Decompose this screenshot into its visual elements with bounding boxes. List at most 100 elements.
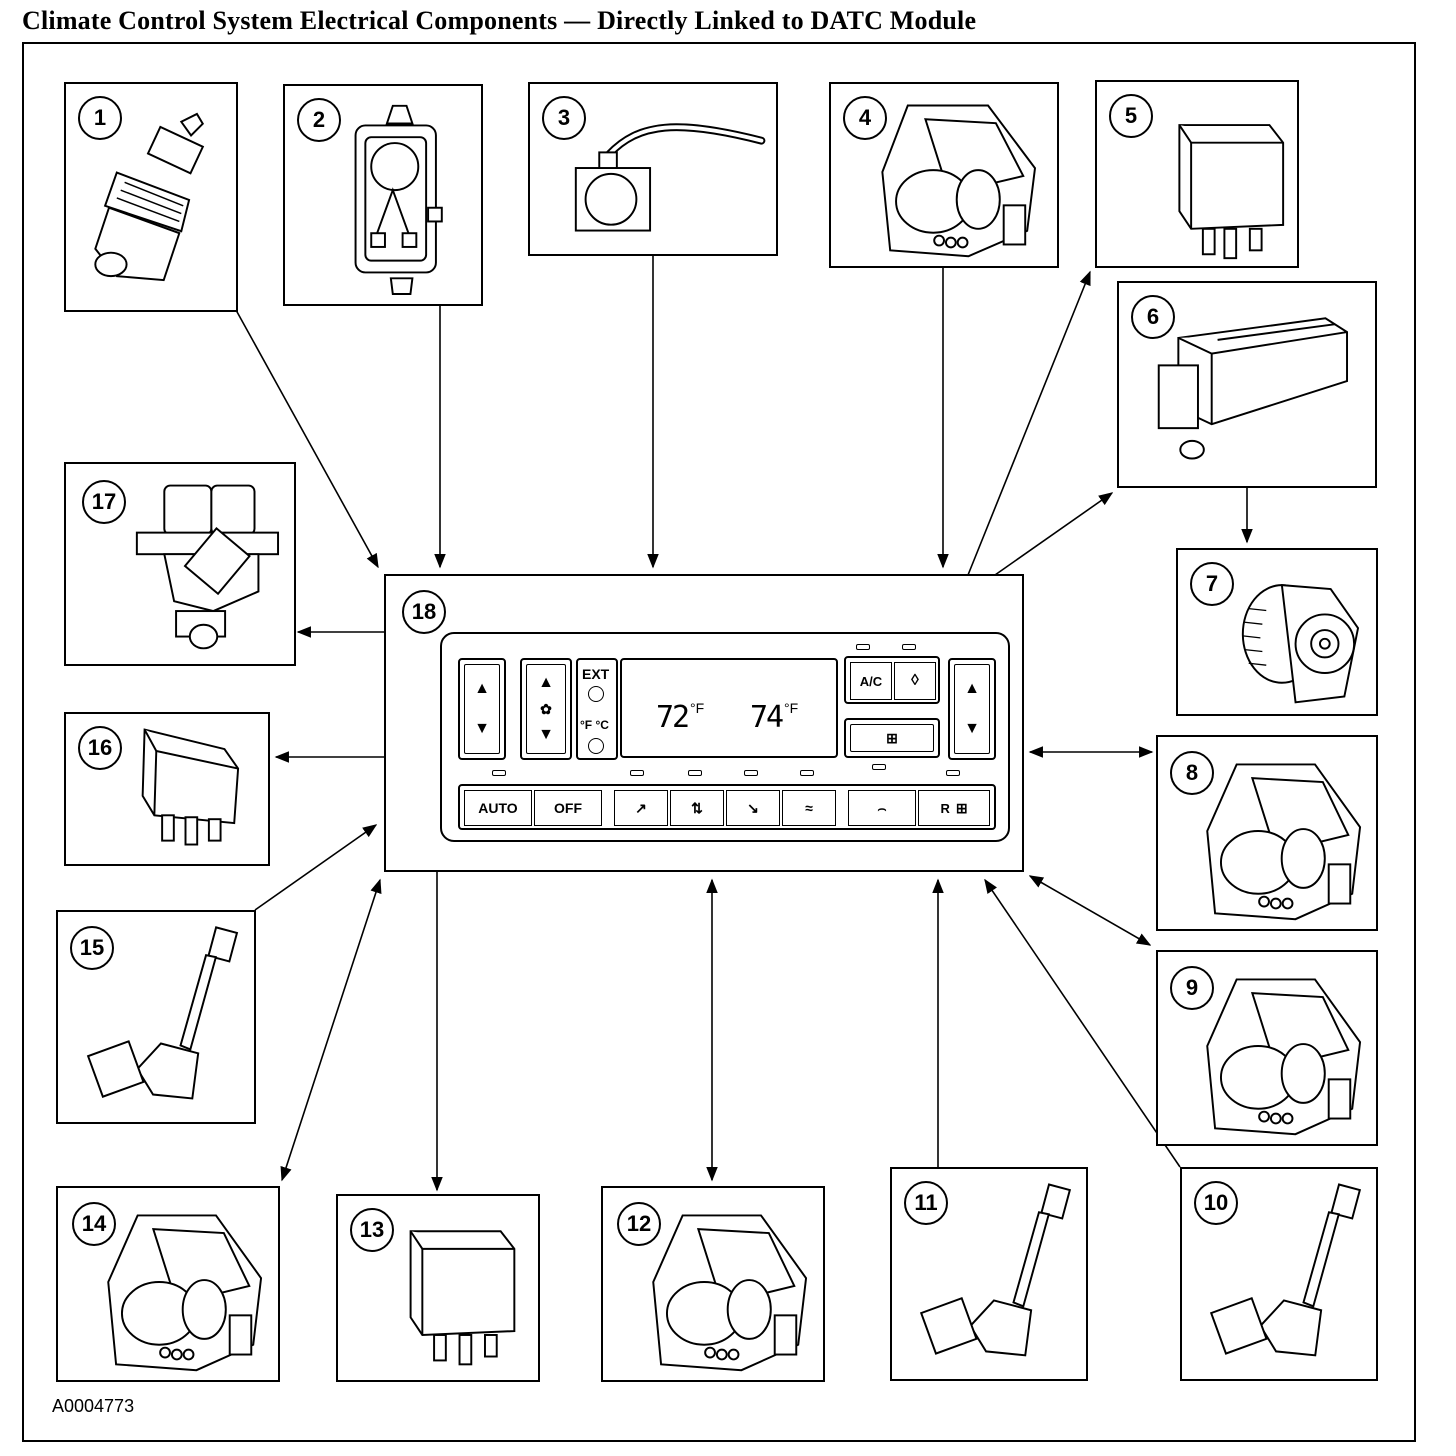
water-valve-icon bbox=[135, 484, 280, 650]
recirc-indicator-led bbox=[902, 644, 916, 650]
temperature-sensor-icon bbox=[94, 112, 205, 282]
floor-defrost-mode-icon: ≈ bbox=[805, 800, 813, 816]
ext-label: EXT bbox=[582, 666, 610, 682]
relay-icon bbox=[1178, 124, 1285, 260]
component-number-7: 7 bbox=[1190, 562, 1234, 606]
max-defrost-led bbox=[872, 764, 886, 770]
relay-icon bbox=[409, 1230, 516, 1366]
ac-button[interactable]: A/C bbox=[850, 662, 892, 700]
panel-mode-button[interactable]: ↗ bbox=[614, 790, 668, 826]
component-box-8: 8 bbox=[1156, 735, 1378, 931]
bilevel-mode-button[interactable]: ⇅ bbox=[670, 790, 724, 826]
component-box-11: 11 bbox=[890, 1167, 1088, 1381]
rear-defrost-led bbox=[946, 770, 960, 776]
component-number-3: 3 bbox=[542, 96, 586, 140]
auto-led bbox=[492, 770, 506, 776]
ext-unit-buttons: EXT °F °C bbox=[576, 658, 618, 760]
right-temp-value: 74 bbox=[750, 700, 784, 735]
component-number-11: 11 bbox=[904, 1181, 948, 1225]
component-box-9: 9 bbox=[1156, 950, 1378, 1146]
component-box-13: 13 bbox=[336, 1194, 540, 1382]
panel-mode-led bbox=[630, 770, 644, 776]
blower-motor-icon bbox=[1241, 584, 1360, 704]
floor-defrost-mode-led bbox=[800, 770, 814, 776]
diagram-title: Climate Control System Electrical Compon… bbox=[22, 6, 977, 35]
component-number-10: 10 bbox=[1194, 1181, 1238, 1225]
component-number-15: 15 bbox=[70, 926, 114, 970]
up-arrow-icon: ▲ bbox=[474, 680, 490, 697]
arrow-14 bbox=[280, 878, 382, 1182]
floor-mode-icon: ↘ bbox=[747, 799, 759, 816]
sunload-sensor-icon bbox=[574, 123, 766, 232]
up-arrow-icon: ▲ bbox=[964, 680, 980, 697]
component-box-6: 6 bbox=[1117, 281, 1377, 488]
component-box-7: 7 bbox=[1176, 548, 1378, 716]
left-temp-rocker[interactable]: ▲ ▼ bbox=[458, 658, 506, 760]
panel-mode-icon: ↗ bbox=[635, 799, 647, 816]
actuator-icon bbox=[107, 1214, 263, 1372]
component-number-6: 6 bbox=[1131, 295, 1175, 339]
component-number-13: 13 bbox=[350, 1208, 394, 1252]
arrow-5 bbox=[967, 270, 1091, 576]
off-button[interactable]: OFF bbox=[534, 790, 602, 826]
component-number-2: 2 bbox=[297, 98, 341, 142]
component-box-16: 16 bbox=[64, 712, 270, 866]
sensor-icon bbox=[354, 104, 443, 295]
auto-label: AUTO bbox=[478, 800, 518, 816]
datc-control-panel: ▲ ▼ ▲ ✿ ▼ EXT °F °C 72 °F 74 °F A/C ◊ ⊞ bbox=[440, 632, 1010, 842]
off-label: OFF bbox=[554, 800, 582, 816]
component-box-4: 4 bbox=[829, 82, 1059, 268]
component-box-17: 17 bbox=[64, 462, 296, 666]
up-arrow-icon: ▲ bbox=[538, 674, 554, 691]
bilevel-mode-icon: ⇅ bbox=[691, 799, 703, 816]
auto-button[interactable]: AUTO bbox=[464, 790, 532, 826]
component-number-12: 12 bbox=[617, 1202, 661, 1246]
actuator-icon bbox=[1206, 763, 1362, 921]
fan-speed-rocker[interactable]: ▲ ✿ ▼ bbox=[520, 658, 572, 760]
component-number-5: 5 bbox=[1109, 94, 1153, 138]
component-number-4: 4 bbox=[843, 96, 887, 140]
arrow-15 bbox=[254, 824, 378, 911]
component-number-16: 16 bbox=[78, 726, 122, 770]
relay-icon bbox=[141, 728, 240, 846]
actuator-icon bbox=[1206, 978, 1362, 1136]
unit-button[interactable] bbox=[588, 738, 604, 754]
component-box-2: 2 bbox=[283, 84, 483, 306]
component-number-14: 14 bbox=[72, 1202, 116, 1246]
component-box-3: 3 bbox=[528, 82, 778, 256]
floor-mode-led bbox=[744, 770, 758, 776]
component-box-1: 1 bbox=[64, 82, 238, 312]
arrow-1 bbox=[235, 309, 379, 569]
left-temp-unit: °F bbox=[690, 700, 705, 716]
windshield-defrost-icon: ⌢ bbox=[877, 799, 887, 816]
rear-defrost-label: R bbox=[940, 800, 950, 816]
floor-mode-button[interactable]: ↘ bbox=[726, 790, 780, 826]
rear-defrost-button[interactable]: R ⊞ bbox=[918, 790, 990, 826]
arrow-9 bbox=[1028, 875, 1152, 946]
component-box-12: 12 bbox=[601, 1186, 825, 1382]
front-defrost-button[interactable]: ⌢ bbox=[848, 790, 916, 826]
component-number-8: 8 bbox=[1170, 751, 1214, 795]
floor-defrost-mode-button[interactable]: ≈ bbox=[782, 790, 836, 826]
bilevel-mode-led bbox=[688, 770, 702, 776]
recirc-button[interactable]: ◊ bbox=[894, 662, 936, 700]
temperature-display: 72 °F 74 °F bbox=[620, 658, 838, 758]
component-box-5: 5 bbox=[1095, 80, 1299, 268]
component-number-1: 1 bbox=[78, 96, 122, 140]
actuator-icon bbox=[881, 104, 1037, 258]
right-temp-rocker[interactable]: ▲ ▼ bbox=[948, 658, 996, 760]
down-arrow-icon: ▼ bbox=[474, 720, 490, 737]
component-box-14: 14 bbox=[56, 1186, 280, 1382]
max-defrost-button[interactable]: ⊞ bbox=[844, 718, 940, 758]
ext-button[interactable] bbox=[588, 686, 604, 702]
fan-icon: ✿ bbox=[540, 700, 552, 717]
diagram-frame bbox=[22, 42, 1416, 1442]
component-number-18: 18 bbox=[402, 590, 446, 634]
arrow-6 bbox=[994, 492, 1114, 576]
temperature-probe-icon bbox=[1209, 1183, 1362, 1357]
max-defrost-icon: ⊞ bbox=[886, 729, 898, 746]
ac-indicator-led bbox=[856, 644, 870, 650]
temperature-probe-icon bbox=[919, 1183, 1072, 1357]
blower-motor-controller-icon bbox=[1157, 317, 1349, 460]
